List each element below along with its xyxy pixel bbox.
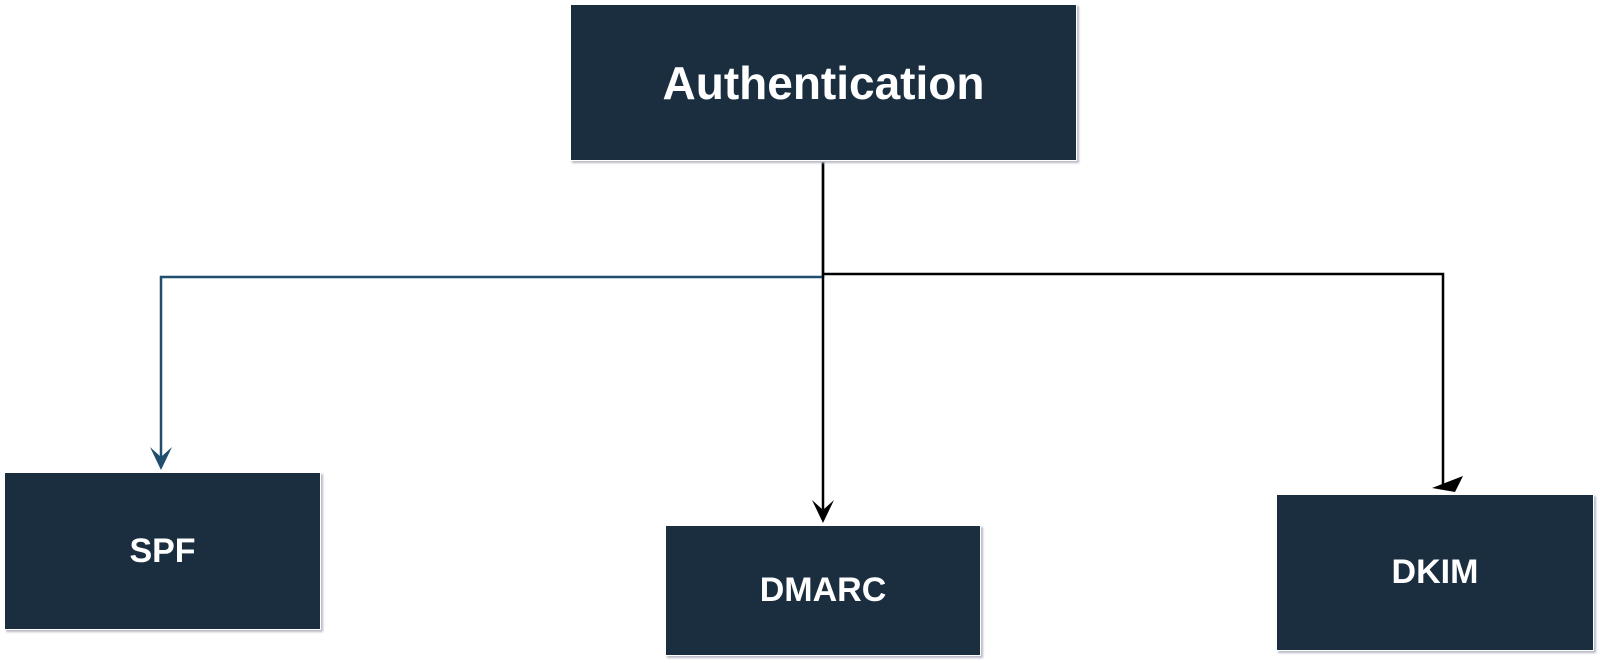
node-dkim: DKIM	[1276, 494, 1594, 651]
node-authentication-label: Authentication	[662, 56, 985, 109]
node-spf-label: SPF	[129, 531, 196, 570]
arrowhead-dkim	[1432, 476, 1463, 492]
arrowhead-dmarc	[812, 500, 834, 523]
node-spf: SPF	[4, 472, 321, 630]
arrowhead-spf	[150, 447, 172, 470]
node-dkim-label: DKIM	[1391, 553, 1479, 591]
connector-root-to-spf	[159, 162, 825, 466]
node-authentication: Authentication	[570, 4, 1077, 161]
node-dmarc-label: DMARC	[759, 571, 887, 609]
connector-root-to-dkim	[823, 272, 1445, 488]
node-dmarc: DMARC	[665, 525, 981, 656]
